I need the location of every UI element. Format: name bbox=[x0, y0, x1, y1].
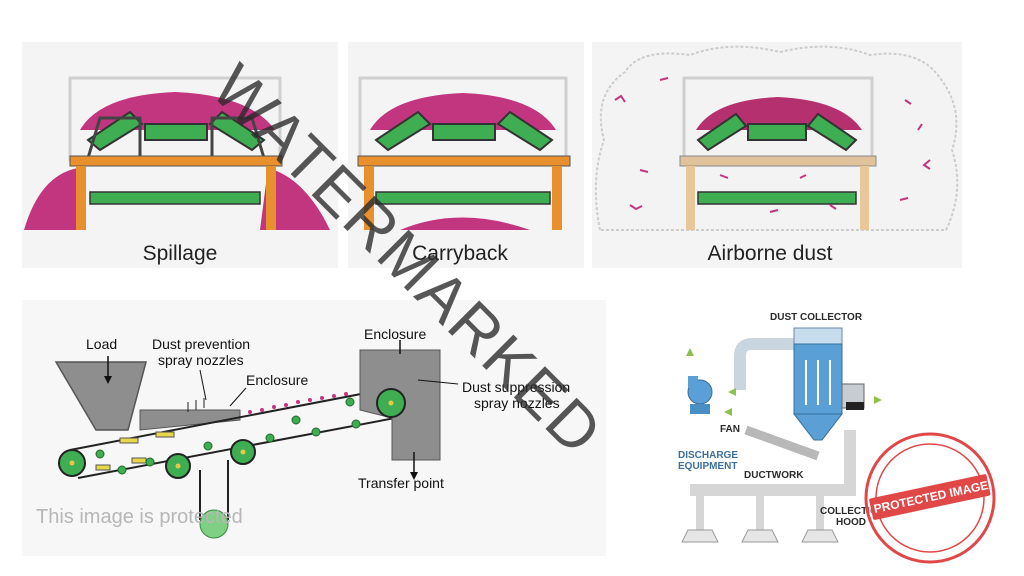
collection-hoods bbox=[681, 529, 839, 543]
dust-prevention-label: Dust prevention bbox=[152, 336, 251, 352]
spillage-idler-center bbox=[144, 123, 208, 141]
spillage-pile-right bbox=[260, 168, 330, 230]
carryback-idler-right bbox=[496, 110, 554, 152]
discharge-label: DISCHARGE bbox=[678, 450, 739, 461]
airborne-idler-left bbox=[696, 112, 748, 152]
enclosure-right-label: Enclosure bbox=[364, 326, 427, 342]
airborne-dust-caption: Airborne dust bbox=[707, 242, 833, 265]
fan-label: FAN bbox=[720, 424, 740, 435]
dust-suppression-label-2: spray nozzles bbox=[474, 395, 560, 411]
spillage-base-beam bbox=[69, 155, 283, 167]
nozzle-pointer bbox=[199, 369, 207, 401]
spillage-return-roller bbox=[89, 191, 261, 205]
dust-prevention-label-2: spray nozzles bbox=[158, 352, 244, 368]
airborne-idler-right bbox=[806, 112, 858, 152]
transfer-point-label: Transfer point bbox=[358, 475, 444, 491]
collector-hopper bbox=[792, 413, 844, 441]
carryback-pile bbox=[400, 217, 530, 230]
spillage-pile-left bbox=[24, 168, 86, 230]
spillage-post-left bbox=[76, 166, 86, 230]
outlet-black bbox=[846, 402, 864, 410]
carryback-panel bbox=[348, 42, 584, 268]
collector-bags bbox=[805, 360, 831, 405]
airborne-post-right bbox=[860, 166, 869, 230]
load-hopper bbox=[54, 361, 147, 431]
load-arrowhead bbox=[104, 376, 112, 384]
dust-collector-label: DUST COLLECTOR bbox=[770, 312, 863, 323]
collection-hood-label: COLLECTION bbox=[820, 506, 885, 517]
carryback-base-beam bbox=[357, 155, 571, 167]
takeup-pulley bbox=[199, 509, 229, 539]
fan-base bbox=[690, 404, 710, 414]
discharge-label-2: EQUIPMENT bbox=[678, 461, 738, 472]
spillage-panel bbox=[22, 42, 338, 268]
ductwork-label: DUCTWORK bbox=[744, 470, 804, 481]
airborne-post-left bbox=[686, 166, 695, 230]
pulley-centers bbox=[69, 400, 394, 469]
skirt-enclosure bbox=[139, 409, 241, 431]
carryback-idler-center bbox=[432, 123, 496, 141]
carrying-idlers bbox=[95, 397, 361, 475]
carryback-post-left bbox=[364, 166, 374, 230]
carryback-return-roller bbox=[375, 191, 551, 205]
load-label: Load bbox=[86, 336, 118, 352]
yellow-plates bbox=[95, 431, 175, 471]
airborne-idler-center bbox=[747, 123, 807, 141]
ductwork-pipe bbox=[744, 425, 820, 461]
spillage-post-right bbox=[266, 166, 276, 230]
transfer-arrowhead bbox=[410, 472, 418, 480]
spillage-idler-bracket bbox=[86, 116, 266, 159]
collector-inlet-duct bbox=[734, 338, 798, 390]
protected-note: This image is protected bbox=[36, 506, 243, 528]
enclosure-left-label: Enclosure bbox=[246, 372, 309, 388]
ductwork-main bbox=[690, 430, 856, 496]
airborne-base-beam bbox=[679, 155, 877, 167]
fan-stack bbox=[688, 376, 698, 388]
spillage-idler-left bbox=[86, 110, 144, 152]
spillage-idler-right bbox=[208, 110, 266, 152]
carryback-caption: Carryback bbox=[412, 242, 508, 265]
carryback-post-right bbox=[552, 166, 562, 230]
material-on-belt bbox=[248, 392, 348, 414]
dust-particles bbox=[614, 77, 931, 213]
ductwork-branch bbox=[696, 490, 824, 530]
dust-suppression-label: Dust suppression bbox=[462, 379, 571, 395]
spray-nozzles bbox=[187, 398, 205, 412]
collection-hood-label-2: HOOD bbox=[836, 517, 866, 528]
enclosure-pointer bbox=[229, 387, 247, 407]
spillage-caption: Spillage bbox=[142, 242, 218, 265]
airflow-arrows bbox=[686, 348, 882, 416]
airborne-return-roller bbox=[697, 191, 857, 205]
carryback-idler-left bbox=[374, 110, 432, 152]
suppression-pointer bbox=[417, 379, 459, 385]
